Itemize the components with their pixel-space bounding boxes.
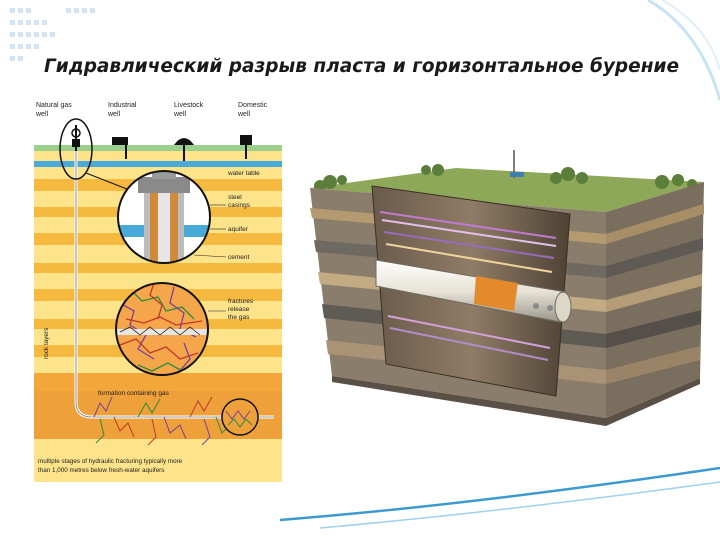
label-fractures-2: release	[228, 306, 250, 313]
label-cement: cement	[228, 254, 250, 261]
strata-right-face	[606, 204, 704, 384]
label-natural-gas-well-2: well	[35, 111, 49, 118]
label-steel-casings-1: steel	[228, 194, 242, 201]
hydraulic-fracturing-diagram: Natural gas well Industrial well Livesto…	[34, 97, 282, 482]
label-steel-casings-2: casings	[228, 202, 251, 209]
horizontal-drilling-illustration	[310, 150, 704, 426]
trees	[314, 164, 697, 192]
label-natural-gas-well-1: Natural gas	[36, 102, 72, 109]
fracture-streaks	[379, 211, 557, 361]
label-industrial-well-2: well	[107, 111, 121, 118]
label-caption-2: than 1,000 metres below fresh-water aqui…	[38, 467, 164, 474]
label-fractures-3: the gas	[228, 314, 250, 321]
label-domestic-well-1: Domestic	[238, 102, 268, 109]
drill-pipe	[375, 259, 572, 323]
label-rock-layers: rock layers	[43, 327, 50, 359]
label-formation: formation containing gas	[98, 390, 170, 397]
label-water-table: water table	[227, 170, 260, 177]
fracture-magnifier	[115, 282, 209, 376]
label-livestock-well-2: well	[173, 111, 187, 118]
label-industrial-well-1: Industrial	[108, 102, 137, 109]
label-aquifer: aquifer	[228, 226, 249, 233]
label-domestic-well-2: well	[237, 111, 251, 118]
gas-wellhead	[71, 125, 81, 151]
label-caption-1: multiple stages of hydraulic fracturing …	[38, 458, 183, 465]
label-fractures-1: fractures	[228, 298, 254, 305]
decorative-dot-grid	[10, 8, 95, 61]
slide-title: Гидравлический разрыв пласта и горизонта…	[44, 56, 680, 77]
label-livestock-well-1: Livestock	[174, 102, 204, 109]
lateral-magnifier	[221, 398, 259, 436]
casing-magnifier	[117, 170, 211, 264]
